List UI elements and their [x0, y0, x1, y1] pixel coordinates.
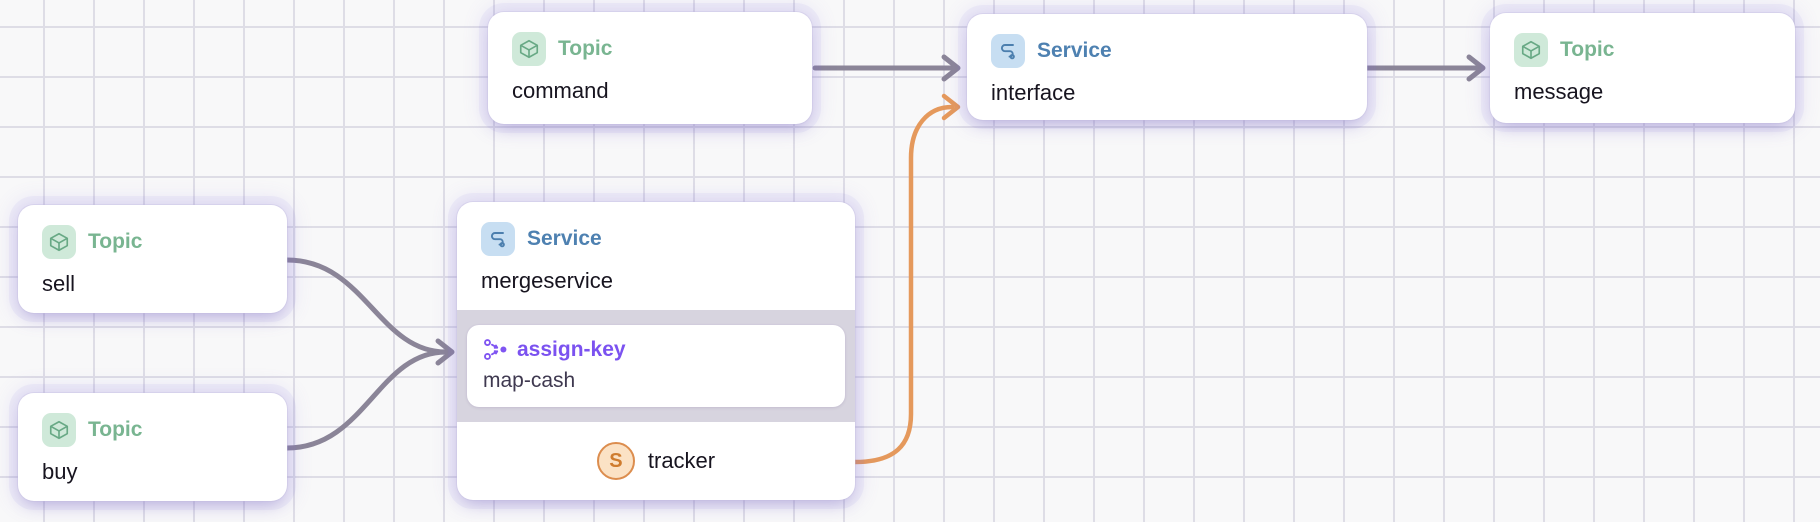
- arrowhead-icon: [1466, 54, 1486, 82]
- arrowhead-icon: [941, 54, 961, 82]
- node-topic-buy[interactable]: Topic buy: [18, 393, 287, 501]
- subnode-type-label: assign-key: [517, 337, 626, 361]
- edge-sell-mergeservice[interactable]: [284, 257, 449, 355]
- node-type-label: Topic: [88, 230, 143, 253]
- topic-cube-icon: [42, 413, 76, 447]
- subnode-assign-key-map-cash[interactable]: assign-key map-cash: [467, 325, 845, 407]
- node-header: Service: [457, 202, 855, 256]
- edge-buy-mergeservice[interactable]: [284, 338, 455, 451]
- node-topic-message[interactable]: Topic message: [1490, 13, 1795, 123]
- node-name: buy: [42, 459, 78, 484]
- node-type-label: Topic: [1560, 38, 1615, 61]
- node-name: message: [1514, 79, 1604, 104]
- edge-tracker-interface[interactable]: [852, 93, 961, 465]
- node-header: Topic: [18, 205, 287, 259]
- node-name: command: [512, 78, 609, 103]
- node-header: Topic: [488, 12, 812, 66]
- service-route-icon: [991, 34, 1025, 68]
- assign-key-icon: [483, 337, 508, 362]
- edge-command-interface[interactable]: [812, 54, 961, 82]
- node-name: mergeservice: [481, 268, 614, 293]
- node-service-interface[interactable]: Service interface: [967, 14, 1367, 120]
- service-route-icon: [481, 222, 515, 256]
- topic-cube-icon: [512, 32, 546, 66]
- subnode-header: assign-key: [483, 337, 829, 362]
- node-type-label: Service: [527, 227, 602, 250]
- node-topic-command[interactable]: Topic command: [488, 12, 812, 124]
- function-band: assign-key map-cash: [457, 310, 855, 422]
- node-name: interface: [991, 80, 1076, 105]
- node-header: Topic: [18, 393, 287, 447]
- edge-interface-message[interactable]: [1364, 54, 1486, 82]
- node-name: sell: [42, 271, 76, 296]
- topic-cube-icon: [42, 225, 76, 259]
- arrowhead-icon: [435, 338, 455, 366]
- node-type-label: Topic: [558, 37, 613, 60]
- node-header: Topic: [1490, 13, 1795, 67]
- node-type-label: Service: [1037, 39, 1112, 62]
- topic-cube-icon: [1514, 33, 1548, 67]
- node-type-label: Topic: [88, 418, 143, 441]
- consumer-group-name: tracker: [647, 448, 716, 473]
- arrowhead-icon: [941, 93, 961, 121]
- node-header: Service: [967, 14, 1367, 68]
- node-topic-sell[interactable]: Topic sell: [18, 205, 287, 313]
- subnode-name: map-cash: [483, 369, 576, 392]
- consumer-group-row[interactable]: S tracker: [457, 422, 855, 500]
- node-service-mergeservice[interactable]: Service mergeservice assign-key: [457, 202, 855, 500]
- consumer-group-badge: S: [596, 442, 635, 480]
